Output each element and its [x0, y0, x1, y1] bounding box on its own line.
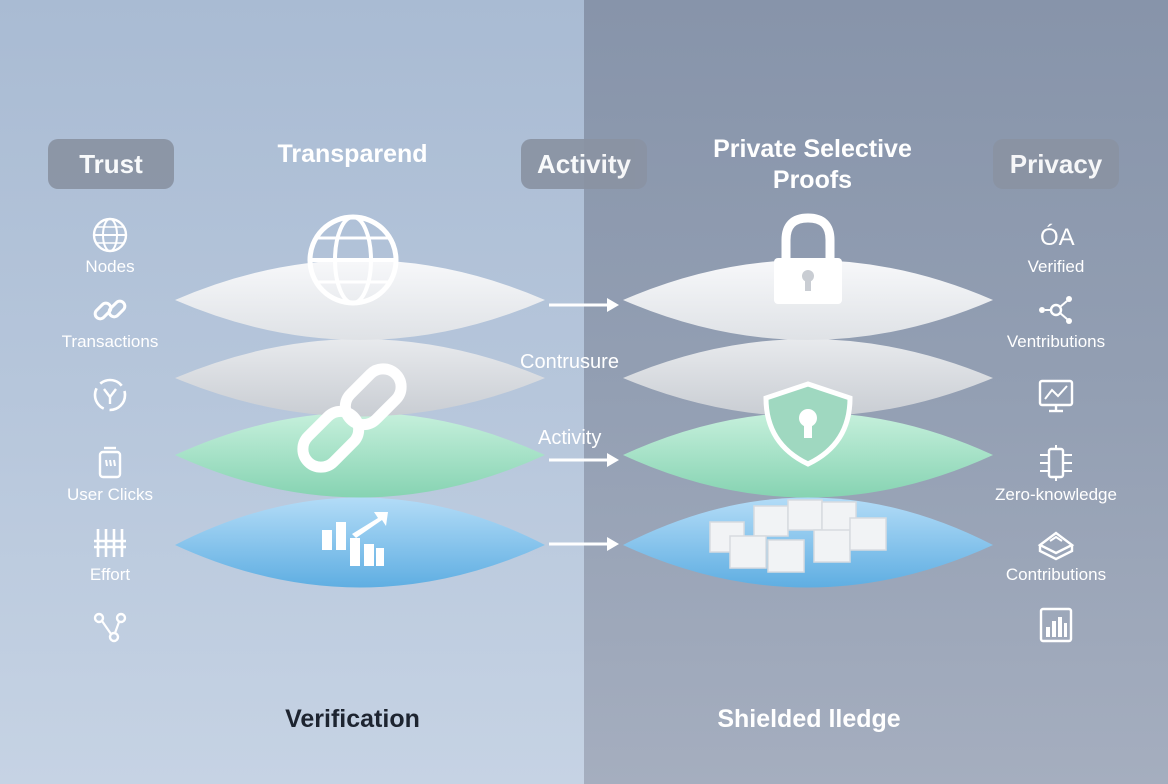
- activity-middle-label: Activity: [538, 427, 601, 450]
- privacy-label: Privacy: [1010, 149, 1103, 180]
- private-heading-line2: Proofs: [680, 165, 945, 196]
- private-heading: Private Selective Proofs: [680, 134, 945, 196]
- left-item-label: User Clicks: [67, 485, 153, 505]
- arrow-bottom: [549, 537, 619, 551]
- right-item-label: Contributions: [1006, 565, 1106, 585]
- left-item-share: [30, 607, 190, 649]
- arrow-group: [545, 290, 625, 560]
- trash-icon: [90, 443, 130, 483]
- sliders-icon: [90, 523, 130, 563]
- link-icon: [90, 290, 130, 330]
- right-item-label: Zero-knowledge: [995, 485, 1117, 505]
- cycle-icon: [90, 375, 130, 415]
- left-item-label: Effort: [90, 565, 130, 585]
- transparent-heading: Transparend: [250, 139, 455, 170]
- arrow-top: [549, 298, 619, 312]
- left-layer-stack: [160, 200, 560, 600]
- svg-text:ÓA: ÓA: [1040, 224, 1075, 251]
- globe-icon: [90, 215, 130, 255]
- tray-icon: [1036, 523, 1076, 563]
- ab-icon: ÓA: [1036, 215, 1076, 255]
- left-item-label: Nodes: [85, 257, 134, 277]
- private-heading-line1: Private Selective: [680, 134, 945, 165]
- contrusure-label: Contrusure: [520, 351, 619, 374]
- trust-label: Trust: [79, 149, 143, 180]
- activity-pill: Activity: [521, 139, 647, 189]
- share-icon: [90, 607, 130, 647]
- right-item-label: Ventributions: [1007, 332, 1105, 352]
- trust-pill: Trust: [48, 139, 174, 189]
- bar-chart-icon: [1036, 605, 1076, 645]
- monitor-chart-icon: [1036, 375, 1076, 415]
- left-item-label: Transactions: [62, 332, 159, 352]
- large-lock-icon: [774, 218, 842, 304]
- arrow-middle: [549, 453, 619, 467]
- verification-footer: Verification: [240, 705, 465, 734]
- network-icon: [1036, 290, 1076, 330]
- privacy-pill: Privacy: [993, 139, 1119, 189]
- right-item-bar-chart: [976, 605, 1136, 647]
- right-layer-stack: [608, 200, 1008, 600]
- shielded-footer: Shielded lledge: [680, 705, 938, 734]
- right-item-label: Verified: [1028, 257, 1085, 277]
- activity-label: Activity: [537, 149, 631, 180]
- circuit-icon: [1036, 443, 1076, 483]
